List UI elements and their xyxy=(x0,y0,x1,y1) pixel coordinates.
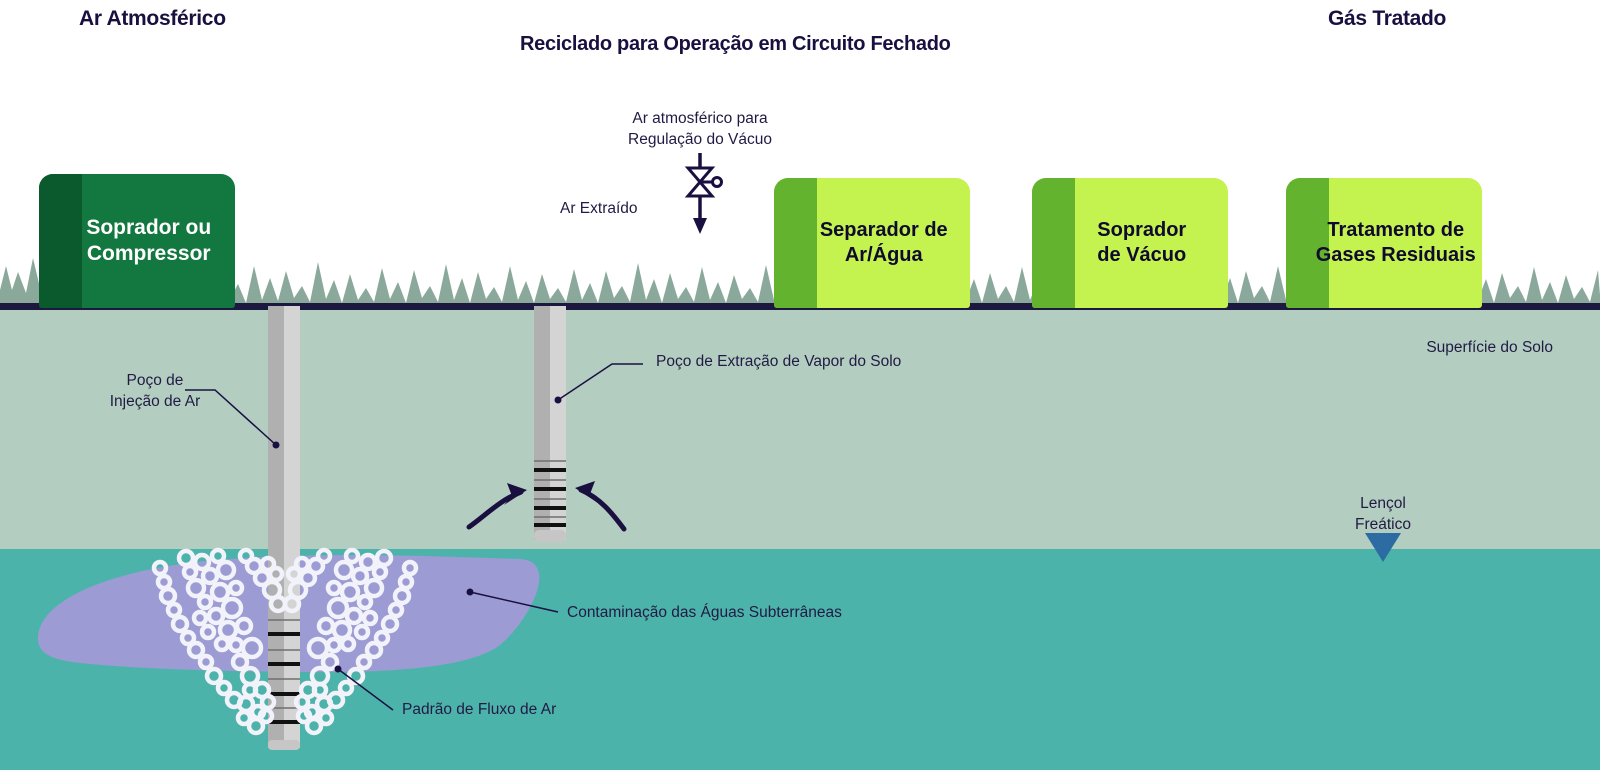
equipment-air-water-separator-label: Separador de Ar/Água xyxy=(774,178,970,308)
label-sve-well: Poço de Extração de Vapor do Solo xyxy=(656,353,902,370)
label-extracted-air: Ar Extraído xyxy=(560,200,638,217)
equipment-side-shadow xyxy=(774,178,818,308)
equipment-side-shadow xyxy=(1286,178,1330,308)
equipment-air-water-separator-line1: Separador de xyxy=(819,219,948,241)
sve-well-screen xyxy=(534,468,566,527)
label-soil-surface: Superfície do Solo xyxy=(1426,339,1553,356)
equipment-vacuum-blower-line2: de Vácuo xyxy=(1097,244,1187,266)
vacuum-regulation-valve-assembly xyxy=(684,153,723,234)
label-air-flow-pattern: Padrão de Fluxo de Ar xyxy=(402,701,557,718)
label-water-table: Lençol Freático xyxy=(1333,493,1433,535)
equipment-blower-compressor-line2: Compressor xyxy=(86,242,211,265)
equipment-blower-compressor-label: Soprador ou Compressor xyxy=(39,174,235,308)
equipment-vacuum-blower[interactable]: Soprador de Vácuo xyxy=(1032,178,1228,308)
label-vacuum-regulation: Ar atmosférico para Regulação do Vácuo xyxy=(600,108,800,150)
label-air-injection-well: Poço de Injeção de Ar xyxy=(85,370,225,412)
equipment-waste-gas-treatment[interactable]: Tratamento de Gases Residuais xyxy=(1286,178,1482,308)
air-injection-well-screen xyxy=(268,632,300,724)
equipment-blower-compressor[interactable]: Soprador ou Compressor xyxy=(39,174,235,308)
equipment-vacuum-blower-label: Soprador de Vácuo xyxy=(1032,178,1228,308)
equipment-waste-gas-treatment-label: Tratamento de Gases Residuais xyxy=(1286,178,1482,308)
equipment-air-water-separator[interactable]: Separador de Ar/Água xyxy=(774,178,970,308)
equipment-waste-gas-treatment-line2: Gases Residuais xyxy=(1315,244,1476,266)
label-water-table-line1: Lençol xyxy=(1360,495,1406,512)
leader-dots xyxy=(272,396,562,673)
vapor-flow-arrowheads xyxy=(504,481,598,505)
soil-vapor-extraction-well xyxy=(534,306,566,542)
equipment-side-shadow xyxy=(1032,178,1076,308)
equipment-air-water-separator-line2: Ar/Água xyxy=(844,244,923,266)
air-injection-well xyxy=(268,306,300,750)
equipment-blower-compressor-line1: Soprador ou xyxy=(86,215,212,239)
label-vacuum-regulation-line1: Ar atmosférico para xyxy=(632,110,768,127)
water-table-marker xyxy=(1365,533,1401,562)
leader-lines xyxy=(185,363,643,711)
title-atmospheric-air: Ar Atmosférico xyxy=(79,7,226,30)
title-treated-gas: Gás Tratado xyxy=(1328,7,1447,30)
air-flow-pattern-bubbles xyxy=(151,547,419,736)
label-air-injection-well-line1: Poço de xyxy=(126,372,184,389)
label-vacuum-regulation-line2: Regulação do Vácuo xyxy=(628,131,772,148)
equipment-waste-gas-treatment-line1: Tratamento de xyxy=(1327,219,1465,241)
equipment-side-shadow xyxy=(39,174,83,308)
equipment-vacuum-blower-line1: Soprador xyxy=(1097,219,1187,241)
label-groundwater-contamination: Contaminação das Águas Subterrâneas xyxy=(567,604,842,621)
label-water-table-line2: Freático xyxy=(1355,516,1411,533)
vadose-zone-layer xyxy=(0,306,1600,549)
label-air-injection-well-line2: Injeção de Ar xyxy=(109,393,201,410)
title-recycled-closed-loop: Reciclado para Operação em Circuito Fech… xyxy=(520,33,951,55)
